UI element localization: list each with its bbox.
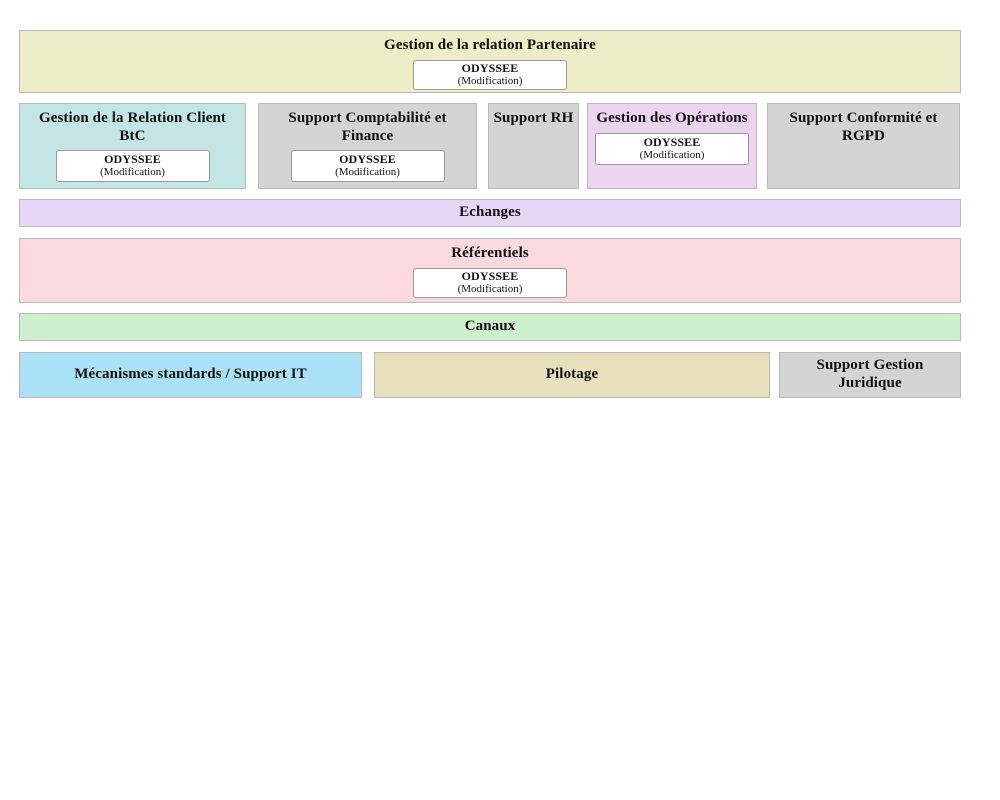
capability-block-gestion-relation-client-btc[interactable]: Gestion de la Relation Client BtC ODYSSE… [19,103,246,189]
capability-title: Gestion de la Relation Client BtC [38,110,227,144]
capability-title: Gestion de la relation Partenaire [384,37,596,53]
diagram-row-canaux: Canaux [19,313,961,341]
capability-block-echanges[interactable]: Echanges [19,199,961,227]
application-state: (Modification) [639,148,705,161]
application-name: ODYSSEE [643,134,701,149]
capability-block-gestion-relation-partenaire[interactable]: Gestion de la relation Partenaire ODYSSE… [19,30,961,93]
capability-title: Support Conformité et RGPD [789,110,938,144]
capability-title: Support RH [493,110,574,126]
capability-block-canaux[interactable]: Canaux [19,313,961,341]
diagram-row-echanges: Echanges [19,199,961,227]
capability-title: Support Gestion Juridique [816,357,924,391]
application-name: ODYSSEE [461,268,519,283]
diagram-row-socle: Mécanismes standards / Support IT Pilota… [19,352,961,398]
application-state: (Modification) [457,282,523,295]
capability-block-gestion-des-operations[interactable]: Gestion des Opérations ODYSSEE (Modifica… [587,103,757,189]
capability-block-support-comptabilite-finance[interactable]: Support Comptabilité et Finance ODYSSEE … [258,103,477,189]
diagram-row-domaines: Gestion de la Relation Client BtC ODYSSE… [19,103,961,189]
capability-block-mecanismes-standards-support-it[interactable]: Mécanismes standards / Support IT [19,352,362,398]
capability-block-support-gestion-juridique[interactable]: Support Gestion Juridique [779,352,961,398]
capability-block-referentiels[interactable]: Référentiels ODYSSEE (Modification) [19,238,961,303]
capability-block-pilotage[interactable]: Pilotage [374,352,770,398]
application-chip-odyssee[interactable]: ODYSSEE (Modification) [413,59,567,90]
application-name: ODYSSEE [104,152,161,167]
application-chip-odyssee[interactable]: ODYSSEE (Modification) [595,132,749,165]
diagram-row-referentiels: Référentiels ODYSSEE (Modification) [19,238,961,303]
application-state: (Modification) [100,166,165,179]
capability-title: Gestion des Opérations [596,110,748,126]
capability-title: Mécanismes standards / Support IT [74,366,307,383]
capability-title: Pilotage [545,366,599,383]
application-chip-odyssee[interactable]: ODYSSEE (Modification) [55,150,210,182]
application-state: (Modification) [457,74,523,87]
capability-title: Référentiels [451,245,529,261]
capability-block-support-rh[interactable]: Support RH [488,103,579,189]
application-chip-odyssee[interactable]: ODYSSEE (Modification) [290,150,445,182]
application-state: (Modification) [335,166,400,179]
capability-title: Echanges [459,204,521,221]
diagram-row-partenaire: Gestion de la relation Partenaire ODYSSE… [19,30,961,93]
capability-map: Gestion de la relation Partenaire ODYSSE… [19,30,961,398]
application-name: ODYSSEE [339,152,396,167]
application-chip-odyssee[interactable]: ODYSSEE (Modification) [413,267,567,298]
capability-block-support-conformite-rgpd[interactable]: Support Conformité et RGPD [767,103,960,189]
application-name: ODYSSEE [461,60,519,75]
capability-title: Support Comptabilité et Finance [288,110,447,144]
capability-title: Canaux [464,318,516,335]
